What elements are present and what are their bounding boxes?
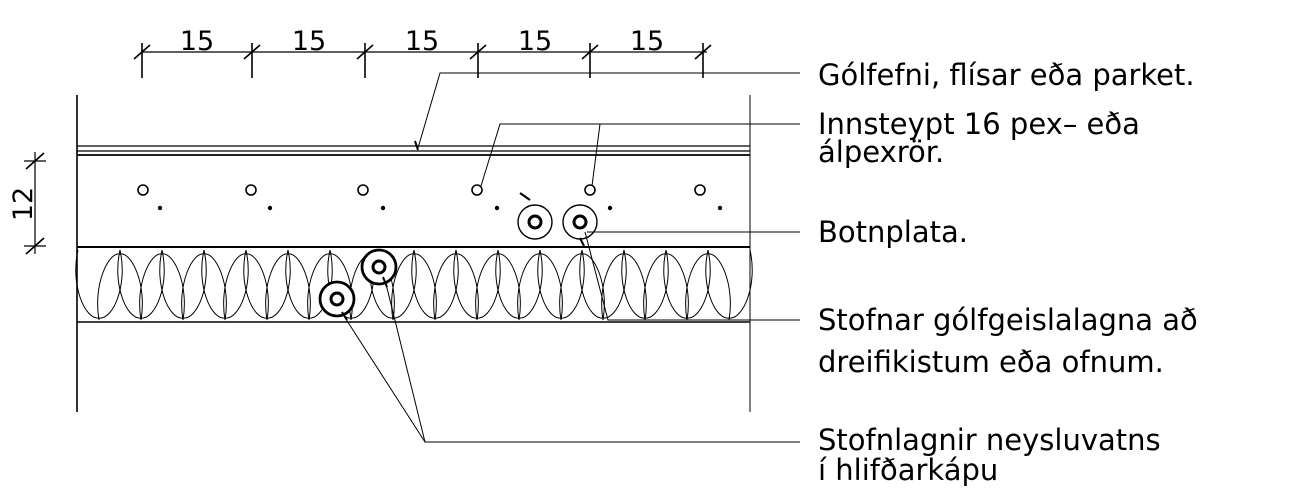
leader-lines — [341, 72, 800, 443]
spacing-label: 15 — [292, 26, 326, 57]
embedded-pipes — [137, 184, 706, 196]
spacing-label: 15 — [518, 26, 552, 57]
insulation-pattern — [75, 249, 753, 321]
spacing-dimension: 15 15 15 15 15 — [133, 26, 712, 78]
spacing-label: 15 — [180, 26, 214, 57]
pex-pipe — [357, 184, 369, 196]
label-heating-mains-line2: dreifikistum eða ofnum. — [818, 345, 1164, 379]
pex-pipe — [584, 184, 596, 196]
pex-pipe — [471, 184, 483, 196]
label-heating-mains-line1: Stofnar gólfgeislalagna að — [818, 303, 1198, 337]
label-water-mains-line1: Stofnlagnir neysluvatns — [818, 423, 1161, 457]
pex-pipe — [245, 184, 257, 196]
thickness-label: 12 — [8, 187, 39, 221]
rebar-dots — [157, 205, 723, 211]
thickness-dimension: 12 — [8, 152, 46, 255]
insulation-wave — [75, 249, 753, 319]
water-main-pipes — [318, 248, 398, 318]
label-water-mains-line2: í hlifðarkápu — [818, 453, 998, 487]
spacing-label: 15 — [405, 26, 439, 57]
label-floor-finish: Gólfefni, flísar eða parket. — [818, 58, 1195, 92]
label-embedded-pipes-line1: Innsteypt 16 pex– eða — [818, 107, 1140, 141]
heating-main-pipes — [517, 204, 598, 240]
floor-finish-layer — [77, 145, 750, 156]
label-embedded-pipes-line2: álpexrör. — [818, 135, 944, 169]
pex-pipe — [694, 184, 706, 196]
label-base-slab: Botnplata. — [818, 215, 968, 249]
spacing-label: 15 — [630, 26, 664, 57]
pex-pipe — [137, 184, 149, 196]
insulation-wave — [97, 253, 731, 321]
